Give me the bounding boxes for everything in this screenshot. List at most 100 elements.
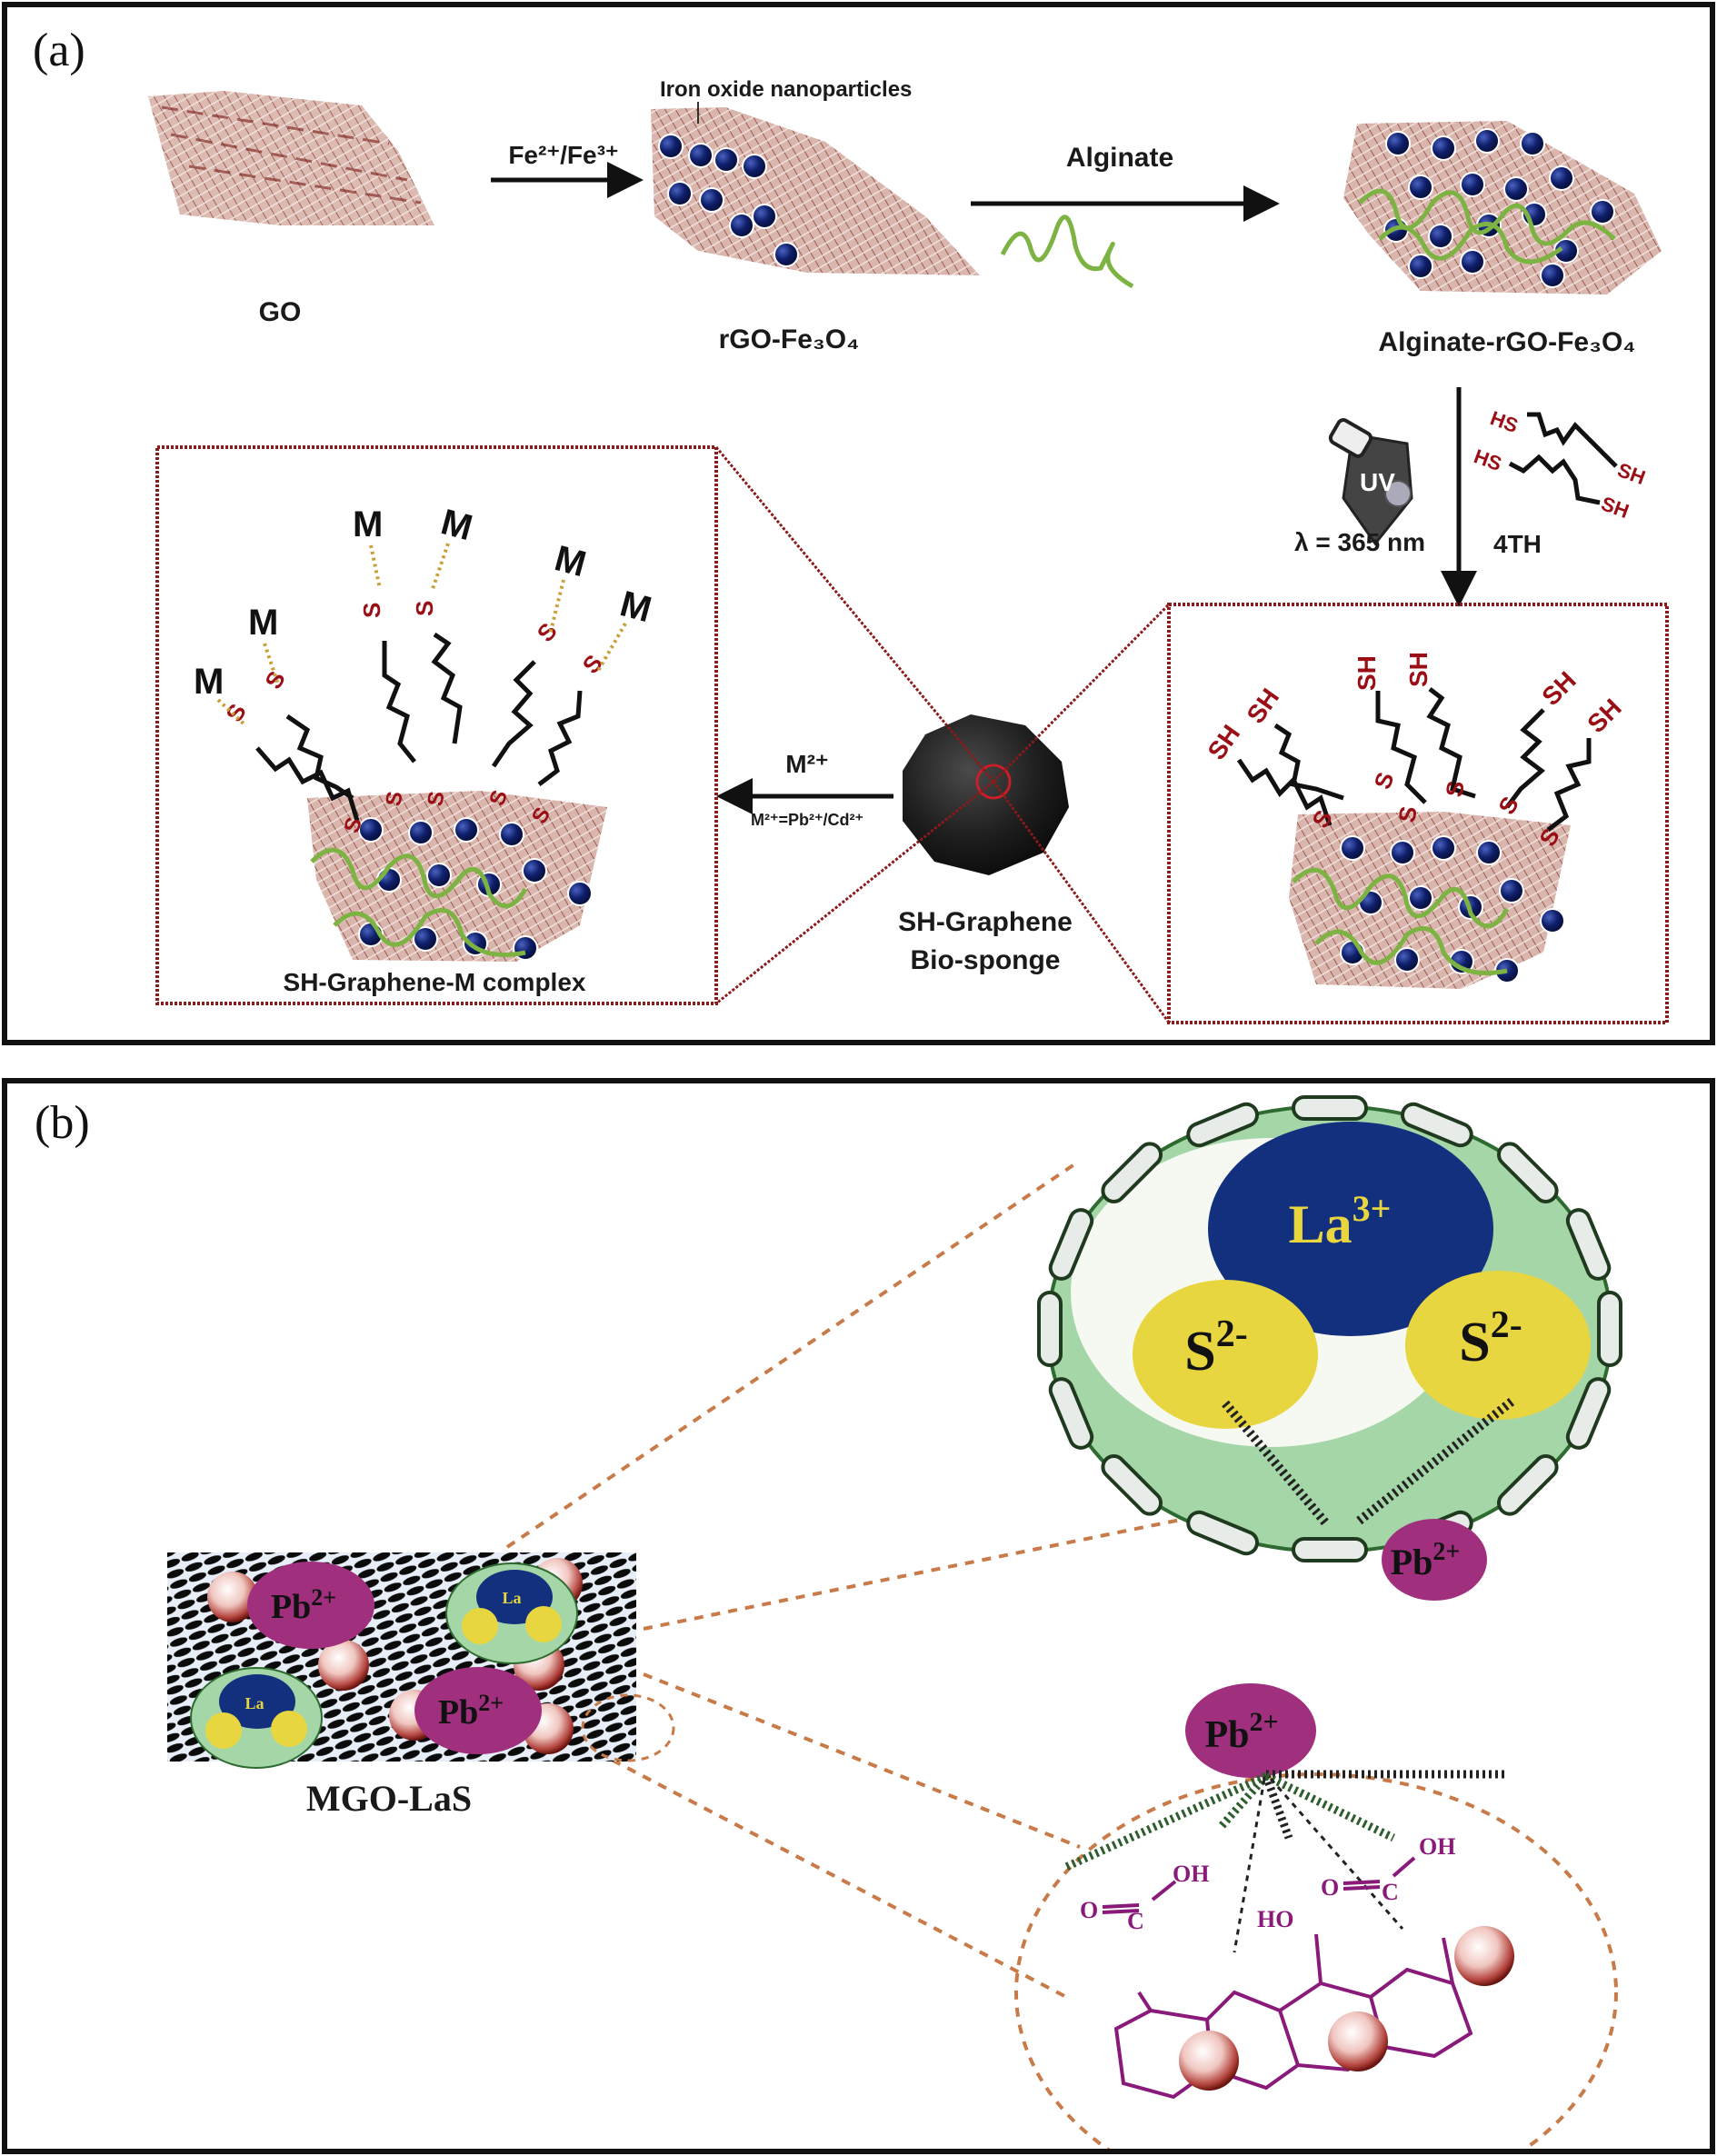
thiol-sh-2: SH xyxy=(1598,492,1632,523)
iron-oxide-nanoparticle xyxy=(1428,224,1453,249)
la-label-large: La3+ xyxy=(1289,1188,1392,1254)
shell-plate xyxy=(1292,1537,1368,1562)
iron-oxide-nanoparticle xyxy=(413,926,438,952)
iron-oxide-nanoparticle xyxy=(1385,131,1411,156)
shell-plate xyxy=(1048,1377,1094,1450)
iron-oxide-nanoparticle xyxy=(513,935,538,961)
metal-label: M xyxy=(194,662,224,702)
iron-oxide-nanoparticle xyxy=(408,820,434,845)
metal-sulfur-bond xyxy=(369,544,382,590)
iron-oxide-nanoparticle xyxy=(1340,835,1365,861)
iron-oxide-nanoparticle xyxy=(699,187,724,213)
thiol-hs-2: HS xyxy=(1471,444,1504,475)
panel-a-label: (a) xyxy=(33,25,85,76)
iron-oxide-nanoparticle xyxy=(667,181,693,206)
iron-oxide-nanoparticle xyxy=(774,242,799,267)
alginate-rgo-label: Alginate-rGO-Fe₃O₄ xyxy=(1378,327,1635,357)
s-label-left: S2- xyxy=(1184,1313,1247,1382)
s-ion-right xyxy=(1405,1271,1591,1420)
inset-pb-label-1: Pb2+ xyxy=(271,1584,336,1626)
iron-oxide-nanoparticle xyxy=(742,154,767,179)
dashed-interactions xyxy=(1233,1778,1404,1953)
shell-plate xyxy=(1186,1102,1260,1148)
shell-plate xyxy=(1101,1142,1163,1203)
inset-pb-label-2: Pb2+ xyxy=(438,1690,504,1732)
iron-oxide-nanoparticle xyxy=(1408,885,1433,911)
shell-plate xyxy=(1565,1208,1612,1281)
panel-a: (a) GO xyxy=(2,2,1715,1045)
go-label: GO xyxy=(259,297,302,327)
sponge-label-line1: SH-Graphene xyxy=(898,907,1073,937)
iron-oxide-nanoparticle xyxy=(1549,165,1574,191)
4th-crosslinker-molecule xyxy=(1508,412,1618,505)
iron-oxide-nanoparticle xyxy=(688,143,714,168)
oh-label-left: OH xyxy=(1173,1861,1209,1887)
iron-oxide-nanoparticle xyxy=(1520,131,1545,156)
iron-oxide-nanoparticle xyxy=(1474,128,1500,154)
sulfur-link-label: S xyxy=(1393,804,1423,824)
panel-b: (b) xyxy=(2,1078,1715,2154)
iron-oxide-nanoparticle xyxy=(454,817,479,843)
iron-oxide-nanoparticle xyxy=(1460,249,1485,274)
step2-reagent: Alginate xyxy=(1066,143,1173,173)
iron-oxide-nanoparticle xyxy=(426,863,452,888)
go-sheet xyxy=(148,91,434,225)
pb-label-top: Pb2+ xyxy=(1391,1538,1461,1582)
uv-icon-text: UV xyxy=(1360,468,1395,496)
las-cluster-zoom: La3+ S2- S2- Pb2+ xyxy=(1037,1095,1622,1601)
iron-oxide-nanoparticle xyxy=(499,822,524,847)
shell-plate xyxy=(1400,1102,1473,1148)
s-pb-bond-right xyxy=(1353,1398,1515,1526)
alginate-strand-icon xyxy=(1000,215,1134,289)
iron-oxide-nanoparticle xyxy=(714,147,739,173)
sulfur-link-label: S xyxy=(381,790,407,808)
step1-reagent: Fe²⁺/Fe³⁺ xyxy=(508,141,618,169)
iron-oxide-nanoparticle xyxy=(1540,263,1565,288)
thiol-sh-label: SH xyxy=(1404,652,1432,687)
bio-sponge-image xyxy=(903,714,1069,875)
pb-ion-bottom xyxy=(1185,1683,1316,1778)
uv-condition: λ = 365 nm xyxy=(1294,528,1425,556)
iron-oxide-nanoparticle xyxy=(1476,840,1502,865)
sulfur-link-label: S xyxy=(1440,779,1470,799)
oxygen-group-zoom xyxy=(1014,1772,1618,2149)
complex-zoom-box xyxy=(155,445,718,1005)
iron-oxide-nanoparticle xyxy=(729,213,754,238)
shell-plate xyxy=(1101,1454,1163,1516)
thiol-sh-label: SH xyxy=(1242,684,1285,729)
sulfur-label: S xyxy=(411,601,438,616)
thiol-sh-label: SH xyxy=(1203,720,1246,765)
functional-group-labels: O C OH HO O C OH xyxy=(1080,1833,1455,1934)
sulfur-link-label: S xyxy=(1492,792,1524,819)
thiolated-sheet xyxy=(1289,812,1571,989)
thiol-sh-label: SH xyxy=(1582,694,1626,738)
c-label-left: C xyxy=(1127,1908,1144,1934)
crosslinker-label: 4TH xyxy=(1493,530,1542,558)
rgo-fe3o4-label: rGO-Fe₃O₄ xyxy=(719,324,860,354)
rgo-fe3o4-sheet xyxy=(651,107,980,275)
metal-sulfur-bond xyxy=(431,543,450,590)
iron-oxide-nanoparticle xyxy=(1503,176,1529,202)
sulfur-label: S xyxy=(220,699,252,726)
oxygen-sphere-1 xyxy=(1179,2031,1239,2091)
oxygen-sphere-2 xyxy=(1328,2011,1388,2071)
sulfur-link-label: S xyxy=(423,790,449,808)
thiol-sh-1: SH xyxy=(1614,458,1648,489)
iron-oxide-nanoparticle xyxy=(752,204,777,229)
panel-b-diagram: La3+ S2- S2- Pb2+ La La xyxy=(167,1095,1622,2149)
alginate-rgo-sheet xyxy=(1343,121,1662,294)
iron-oxide-nanoparticle xyxy=(522,858,547,883)
metal-sulfur-bond xyxy=(263,643,280,685)
s-label-right: S2- xyxy=(1459,1304,1522,1373)
nanoparticle-callout: Iron oxide nanoparticles xyxy=(660,77,912,102)
pb-label-bottom: Pb2+ xyxy=(1204,1707,1278,1756)
shell-plate xyxy=(1292,1095,1368,1121)
ho-label: HO xyxy=(1257,1906,1293,1932)
inset-focus-circle xyxy=(581,1693,675,1762)
shell-plate xyxy=(1597,1291,1622,1367)
iron-oxide-nanoparticle xyxy=(1460,172,1485,197)
shell-plate xyxy=(1496,1454,1559,1516)
mgo-las-label: MGO-LaS xyxy=(306,1778,472,1819)
o-label-right: O xyxy=(1321,1874,1339,1901)
mini-la-label-2: La xyxy=(245,1694,264,1712)
